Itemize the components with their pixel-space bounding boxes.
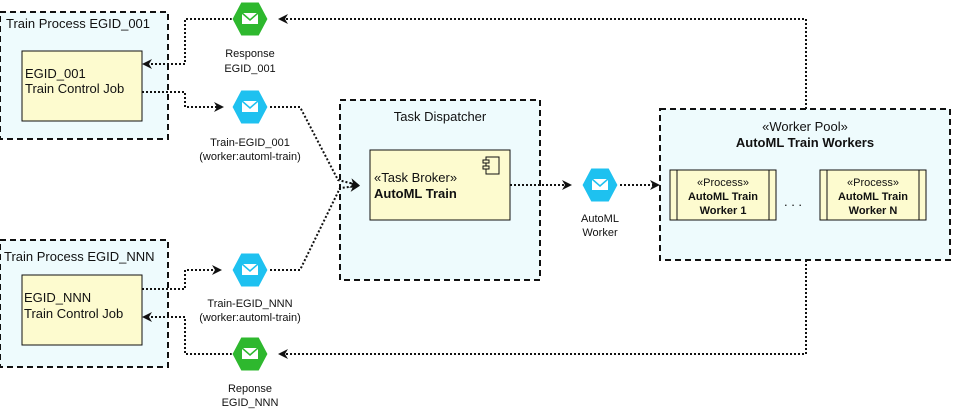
train-process-egid-nnn-title: Train Process EGID_NNN: [4, 249, 155, 264]
worker-1-line2: Worker 1: [700, 205, 747, 217]
uml-component-icon: [482, 156, 500, 175]
connector-response-1-to-job1: [142, 18, 232, 69]
worker-n-stereotype: «Process»: [847, 177, 899, 189]
workers-ellipsis: . . .: [784, 194, 802, 209]
automl-train-worker-1[interactable]: [669, 169, 777, 221]
train-process-egid-001-title: Train Process EGID_001: [6, 16, 150, 31]
connector-jobn-to-train-queue-n: [142, 265, 222, 290]
egid-nnn-job-id: EGID_NNN: [24, 290, 91, 305]
egid-nnn-job-label: Train Control Job: [24, 306, 123, 321]
connector-response-n-to-jobn: [142, 312, 232, 355]
worker-1-stereotype: «Process»: [697, 177, 749, 189]
envelope-hexagon-icon: [231, 336, 269, 372]
worker-n-line2: Worker N: [849, 205, 898, 217]
response-egid-001-label-2: EGID_001: [224, 63, 275, 75]
train-egid-001-label-1: Train-EGID_001: [210, 137, 290, 149]
egid-nnn-train-control-job[interactable]: [21, 274, 143, 346]
egid-001-job-id: EGID_001: [25, 66, 86, 81]
train-egid-001-label-2: (worker:automl-train): [199, 151, 300, 163]
train-egid-nnn-label-2: (worker:automl-train): [199, 312, 300, 324]
envelope-hexagon-icon: [581, 167, 619, 203]
task-dispatcher-title: Task Dispatcher: [394, 109, 487, 124]
envelope-hexagon-icon: [231, 252, 269, 288]
response-egid-001-queue[interactable]: [231, 1, 269, 37]
response-egid-nnn-label-2: EGID_NNN: [222, 397, 279, 409]
automl-worker-label-1: AutoML: [581, 213, 619, 225]
response-egid-001-label-1: Response: [225, 48, 275, 60]
connector-pool-to-response-n: [278, 260, 807, 359]
worker-pool-stereotype: «Worker Pool»: [762, 119, 848, 134]
train-egid-001-queue[interactable]: [231, 89, 269, 125]
envelope-hexagon-icon: [231, 89, 269, 125]
response-egid-nnn-label-1: Reponse: [228, 383, 272, 395]
worker-pool-title: AutoML Train Workers: [736, 135, 874, 150]
response-egid-nnn-queue[interactable]: [231, 336, 269, 372]
automl-worker-queue[interactable]: [581, 167, 619, 203]
envelope-hexagon-icon: [231, 1, 269, 37]
egid-001-job-label: Train Control Job: [25, 81, 124, 96]
connector-job1-to-train-queue-1: [142, 91, 224, 112]
automl-worker-label-2: Worker: [582, 227, 618, 239]
worker-n-line1: AutoML Train: [838, 191, 908, 203]
automl-train-worker-n[interactable]: [819, 169, 927, 221]
train-egid-nnn-queue[interactable]: [231, 252, 269, 288]
connector-pool-to-response-1: [278, 14, 807, 109]
train-egid-nnn-label-1: Train-EGID_NNN: [207, 298, 292, 310]
worker-1-line1: AutoML Train: [688, 191, 758, 203]
task-broker-name: AutoML Train: [374, 186, 457, 201]
egid-001-train-control-job[interactable]: [21, 50, 143, 122]
task-broker-stereotype: «Task Broker»: [374, 170, 457, 185]
